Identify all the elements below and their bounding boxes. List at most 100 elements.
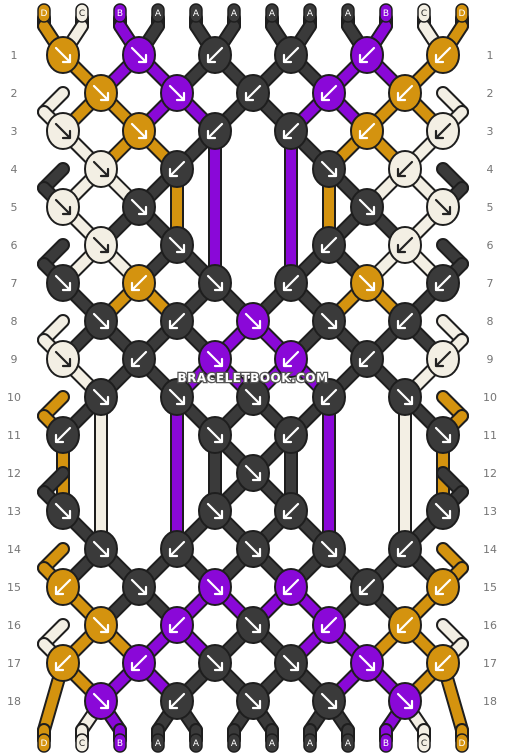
knot-arrow-icon [244,84,262,102]
knot-r7-3 [198,264,232,302]
string-pill [189,3,203,23]
knot-arrow-icon [130,654,148,672]
knot-arrow-icon [206,502,224,520]
knot-arrow-icon [168,388,186,406]
knot-arrow-icon [434,198,452,216]
knot-r3-1 [46,112,80,150]
string-letter: A [155,739,162,749]
row-number-left: 13 [7,505,21,518]
knot-r18-1 [84,682,118,720]
knot-r7-2 [122,264,156,302]
row-number-right: 2 [487,87,494,100]
string-pill [455,3,469,23]
knot-arrow-icon [282,350,300,368]
knot-r1-4 [274,36,308,74]
knot-r7-1 [46,264,80,302]
knot-arrow-icon [168,160,186,178]
knot-arrow-icon [320,236,338,254]
bottom-string-8: A [303,733,317,753]
knot-r18-2 [160,682,194,720]
string-letter: A [269,9,276,19]
string-pill [37,733,51,753]
knot-r16-3 [236,606,270,644]
knot-r1-6 [426,36,460,74]
knot-arrow-icon [54,426,72,444]
knot-r9-3 [198,340,232,378]
top-string-11: C [417,3,431,23]
knot-arrow-icon [434,350,452,368]
knot-arrow-icon [206,426,224,444]
knot-arrow-icon [168,540,186,558]
knot-arrow-icon [206,274,224,292]
string-letter: A [345,739,352,749]
row-number-left: 12 [7,467,21,480]
string-letter: C [79,739,85,749]
knot-arrow-icon [130,274,148,292]
string-letter: B [383,739,389,749]
knot-arrow-icon [54,46,72,64]
knot-arrow-icon [434,654,452,672]
bottom-string-1: D [37,733,51,753]
string-pill [151,733,165,753]
knot-arrow-icon [130,46,148,64]
knot-arrow-icon [92,540,110,558]
knot-arrow-icon [168,616,186,634]
row-number-left: 18 [7,695,21,708]
string-letter: C [421,9,427,19]
row-number-right: 3 [487,125,494,138]
knot-r1-1 [46,36,80,74]
knot-r9-6 [426,340,460,378]
top-string-1: D [37,3,51,23]
string-letter: A [307,9,314,19]
knot-r13-4 [426,492,460,530]
knot-r9-4 [274,340,308,378]
knot-arrow-icon [92,616,110,634]
knot-r4-2 [160,150,194,188]
top-string-4: A [151,3,165,23]
knot-arrow-icon [282,274,300,292]
string-pill [227,3,241,23]
bottom-string-7: A [265,733,279,753]
top-string-8: A [303,3,317,23]
watermark: BRACELETBOOK.COM [177,371,328,385]
knot-arrow-icon [320,160,338,178]
knot-r16-2 [160,606,194,644]
knot-arrow-icon [206,46,224,64]
string-pill [189,733,203,753]
knot-r11-2 [198,416,232,454]
knot-arrow-icon [396,388,414,406]
knot-r3-3 [198,112,232,150]
knot-arrow-icon [396,312,414,330]
knot-r3-5 [350,112,384,150]
knot-r2-1 [84,74,118,112]
bottom-string-6: A [227,733,241,753]
knot-r3-2 [122,112,156,150]
knot-arrow-icon [320,692,338,710]
string-letter: A [345,9,352,19]
string-letter: B [117,739,123,749]
string-pill [341,3,355,23]
string-letter: D [459,739,466,749]
string-pill [417,3,431,23]
knot-r7-6 [426,264,460,302]
string-pill [113,733,127,753]
string-letter: C [79,9,85,19]
knot-arrow-icon [434,46,452,64]
string-letter: A [193,739,200,749]
string-letter: D [41,9,48,19]
knot-r10-4 [312,378,346,416]
row-number-right: 1 [487,49,494,62]
knot-arrow-icon [358,654,376,672]
string-pill [265,733,279,753]
knot-r14-1 [84,530,118,568]
knot-r16-1 [84,606,118,644]
knot-r15-2 [122,568,156,606]
knot-r18-3 [236,682,270,720]
knot-r8-1 [84,302,118,340]
knot-arrow-icon [244,388,262,406]
string-letter: D [459,9,466,19]
knot-r13-3 [274,492,308,530]
